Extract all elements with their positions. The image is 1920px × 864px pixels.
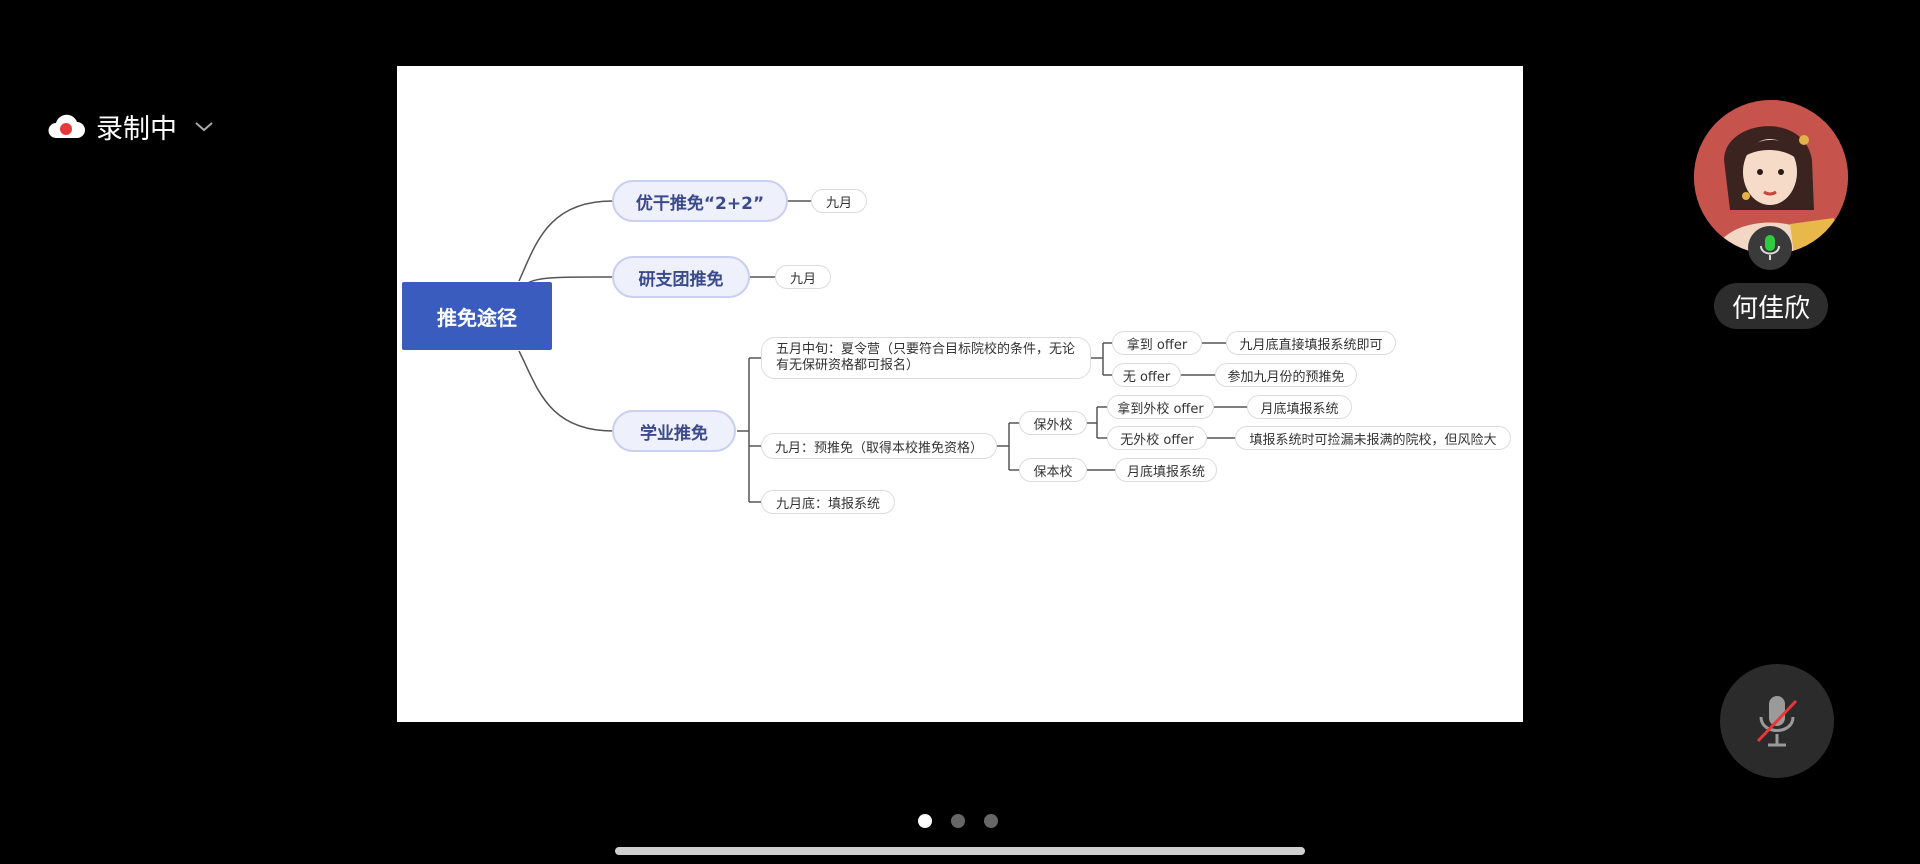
participant-name: 何佳欣 (1714, 283, 1828, 329)
recording-indicator[interactable]: 录制中 (46, 108, 215, 145)
mindmap-connectors (518, 200, 1247, 503)
branch-yanzhituan-time: 九月 (775, 265, 831, 289)
mute-button[interactable] (1720, 664, 1834, 778)
may-no-offer: 无 offer (1112, 363, 1181, 387)
sept-home-result: 月底填报系统 (1115, 458, 1217, 482)
sept-outside-no-result: 填报系统时可捡漏未报满的院校，但风险大 (1235, 426, 1511, 450)
chevron-down-icon[interactable] (193, 115, 215, 137)
sept-outside: 保外校 (1019, 411, 1087, 435)
mindmap-root: 推免途径 (402, 282, 552, 350)
page-dot-1[interactable] (918, 814, 932, 828)
shared-slide: 推免途径 优干推免“2+2” 九月 研支团推免 九月 学业推免 五月中旬：夏令营… (397, 66, 1523, 722)
may-got-offer-result: 九月底直接填报系统即可 (1226, 331, 1396, 355)
mic-speaking-icon (1748, 226, 1792, 270)
sept-outside-no: 无外校 offer (1107, 426, 1207, 450)
end-sept-node: 九月底：填报系统 (761, 490, 895, 514)
home-indicator[interactable] (615, 847, 1305, 855)
branch-youganzhi-time: 九月 (811, 189, 867, 213)
branch-yanzhituan: 研支团推免 (612, 256, 750, 298)
sept-pre-node: 九月：预推免（取得本校推免资格） (761, 433, 997, 459)
page-indicator (918, 814, 998, 828)
branch-youganzhi: 优干推免“2+2” (612, 180, 788, 222)
may-got-offer: 拿到 offer (1112, 331, 1202, 355)
page-dot-3[interactable] (984, 814, 998, 828)
may-no-offer-result: 参加九月份的预推免 (1215, 363, 1357, 387)
sept-outside-got-result: 月底填报系统 (1247, 395, 1352, 419)
page-dot-2[interactable] (951, 814, 965, 828)
participant-avatar[interactable] (1694, 100, 1848, 254)
mic-muted-icon (1756, 696, 1798, 747)
recording-label: 录制中 (96, 113, 177, 145)
sept-home: 保本校 (1019, 458, 1087, 482)
sept-outside-got: 拿到外校 offer (1107, 395, 1214, 419)
cloud-record-icon (46, 112, 86, 140)
may-camp-node: 五月中旬：夏令营（只要符合目标院校的条件，无论有无保研资格都可报名） (761, 337, 1091, 379)
branch-xueye: 学业推免 (612, 410, 736, 452)
avatar-illustration (1694, 100, 1848, 254)
